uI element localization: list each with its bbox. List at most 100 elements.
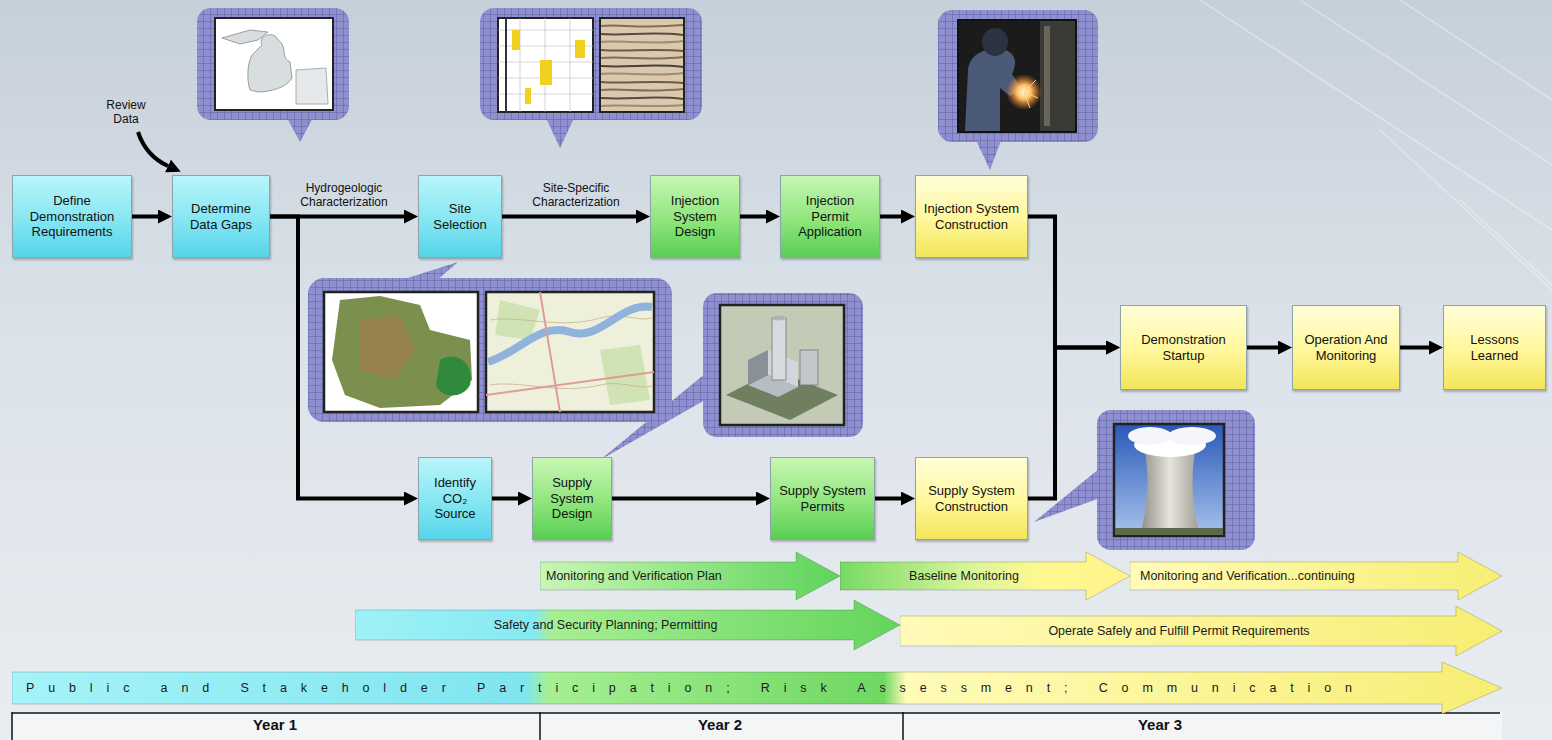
- flow-arrow: [1247, 346, 1278, 350]
- well-log-callout-part-part: [601, 50, 683, 51]
- well-log-callout-part: [575, 40, 585, 58]
- flow-arrow: [875, 497, 901, 501]
- background-stripes-part: [1200, 0, 1552, 230]
- well-log-callout-part: [512, 30, 520, 50]
- well-log-callout-part-part: [601, 57, 683, 59]
- node-text: Supply System Design: [538, 475, 606, 522]
- well-log-callout-part-part: [601, 97, 683, 99]
- well-log-callout-part: [545, 116, 575, 148]
- node-text: Lessons Learned: [1449, 332, 1540, 363]
- band-arrow: [12, 662, 1502, 714]
- map-callout-part: [296, 68, 328, 104]
- process-box: Injection System Construction: [915, 175, 1028, 258]
- year-bar-part: [11, 712, 13, 740]
- plant-callout-part: [600, 368, 712, 460]
- site-map-callout: [308, 262, 672, 422]
- site-map-callout-part: [395, 262, 458, 282]
- welder-callout-part: [982, 28, 1008, 56]
- well-log-callout-part-part: [601, 89, 683, 91]
- well-log-callout-part: [505, 18, 507, 112]
- node-text: Supply System Permits: [776, 483, 869, 514]
- node-text: Injection System Construction: [921, 201, 1022, 232]
- plant-callout: [600, 293, 863, 460]
- node-text: Monitoring and Verification...continuing: [1140, 569, 1355, 584]
- site-map-callout-part: [486, 292, 654, 412]
- band-arrow: [1130, 552, 1502, 600]
- flow-arrow: [740, 215, 766, 219]
- edge-label: Hydrogeologic Characterization: [289, 181, 399, 210]
- process-box: Injection Permit Application: [780, 175, 880, 258]
- node-text: Injection Permit Application: [786, 193, 874, 240]
- welder-callout-part-part: [1024, 92, 1030, 108]
- flow-arrow: [502, 215, 636, 219]
- timeline-band: Monitoring and Verification...continuing: [1130, 552, 1502, 600]
- map-callout-part: [197, 8, 349, 120]
- well-log-callout-part-part: [601, 33, 683, 35]
- node-text: Monitoring and Verification Plan: [546, 569, 722, 584]
- welder-callout-part: [938, 10, 1098, 142]
- process-box: Supply System Design: [532, 457, 612, 540]
- flow-arrow: [880, 215, 901, 219]
- flow-arrow: [270, 217, 404, 499]
- site-map-callout-part: [332, 296, 472, 408]
- band-arrow: [900, 606, 1502, 656]
- year-bar-part: [12, 712, 1502, 740]
- node-text: Public and Stakeholder Participation; Ri…: [26, 681, 1366, 696]
- year-bar-part: [539, 712, 541, 740]
- node-text: Define Demonstration Requirements: [18, 193, 126, 240]
- plant-callout-part: [772, 316, 786, 321]
- node-text: Injection System Design: [656, 193, 734, 240]
- well-log-callout-part-part: [601, 25, 683, 27]
- flow-arrow: [612, 497, 756, 501]
- node-text: Baseline Monitoring: [909, 569, 1019, 584]
- process-box: Determine Data Gaps: [172, 175, 270, 258]
- node-text: Safety and Security Planning; Permitting: [494, 618, 718, 633]
- cooling-tower-callout-part: [1168, 427, 1216, 445]
- well-log-callout-part: [498, 18, 593, 112]
- timeline-band: Operate Safely and Fulfill Permit Requir…: [900, 606, 1502, 656]
- well-log-callout-part-part: [601, 41, 683, 43]
- edge-label: Site-Specific Characterization: [521, 181, 631, 210]
- flow-arrow: [132, 215, 158, 219]
- band-arrow: [840, 552, 1130, 600]
- well-log-callout-part: [525, 88, 531, 104]
- year-label: Year 1: [215, 716, 335, 734]
- map-callout-part: [215, 18, 333, 110]
- node-text: Operation And Monitoring: [1298, 332, 1394, 363]
- site-map-callout-part-part: [486, 372, 654, 395]
- plant-callout-part: [748, 350, 768, 385]
- well-log-callout-part-part: [601, 73, 683, 75]
- timeline-band: Public and Stakeholder Participation; Ri…: [12, 662, 1502, 714]
- cooling-tower-callout-part: [1140, 452, 1200, 535]
- well-log-callout-part-part: [601, 82, 683, 83]
- site-map-callout-part: [324, 292, 478, 412]
- cooling-tower-callout-part: [1114, 424, 1224, 536]
- site-map-callout-part: [308, 278, 672, 422]
- welder-callout-part: [1024, 80, 1038, 108]
- process-box: Injection System Design: [650, 175, 740, 258]
- well-log-callout-part: [600, 18, 684, 112]
- node-text: Operate Safely and Fulfill Permit Requir…: [1048, 624, 1309, 639]
- timeline-band: Monitoring and Verification Plan: [540, 552, 840, 600]
- node-text: Identify CO₂ Source: [424, 475, 486, 522]
- welder-callout: [938, 10, 1098, 170]
- node-text: Supply System Construction: [921, 483, 1022, 514]
- flow-arrow: [1028, 348, 1106, 499]
- plant-callout-part: [720, 305, 844, 425]
- process-box: Supply System Construction: [915, 457, 1028, 540]
- year-bar: [12, 712, 1502, 740]
- year-label: Year 2: [660, 716, 780, 734]
- site-map-callout-part-part: [490, 316, 652, 323]
- site-map-callout-part: [436, 356, 471, 395]
- plant-callout-part: [800, 350, 818, 385]
- timeline-band: Safety and Security Planning; Permitting: [355, 600, 900, 650]
- site-map-callout-part: [486, 292, 654, 412]
- map-callout-part: [248, 35, 292, 92]
- year-label: Year 3: [1100, 716, 1220, 734]
- well-log-callout-part-part: [601, 65, 683, 67]
- year-bar-part: [902, 712, 904, 740]
- cooling-tower-callout: [1034, 410, 1255, 550]
- cooling-tower-callout-part: [1128, 427, 1172, 445]
- band-arrow: [540, 552, 840, 600]
